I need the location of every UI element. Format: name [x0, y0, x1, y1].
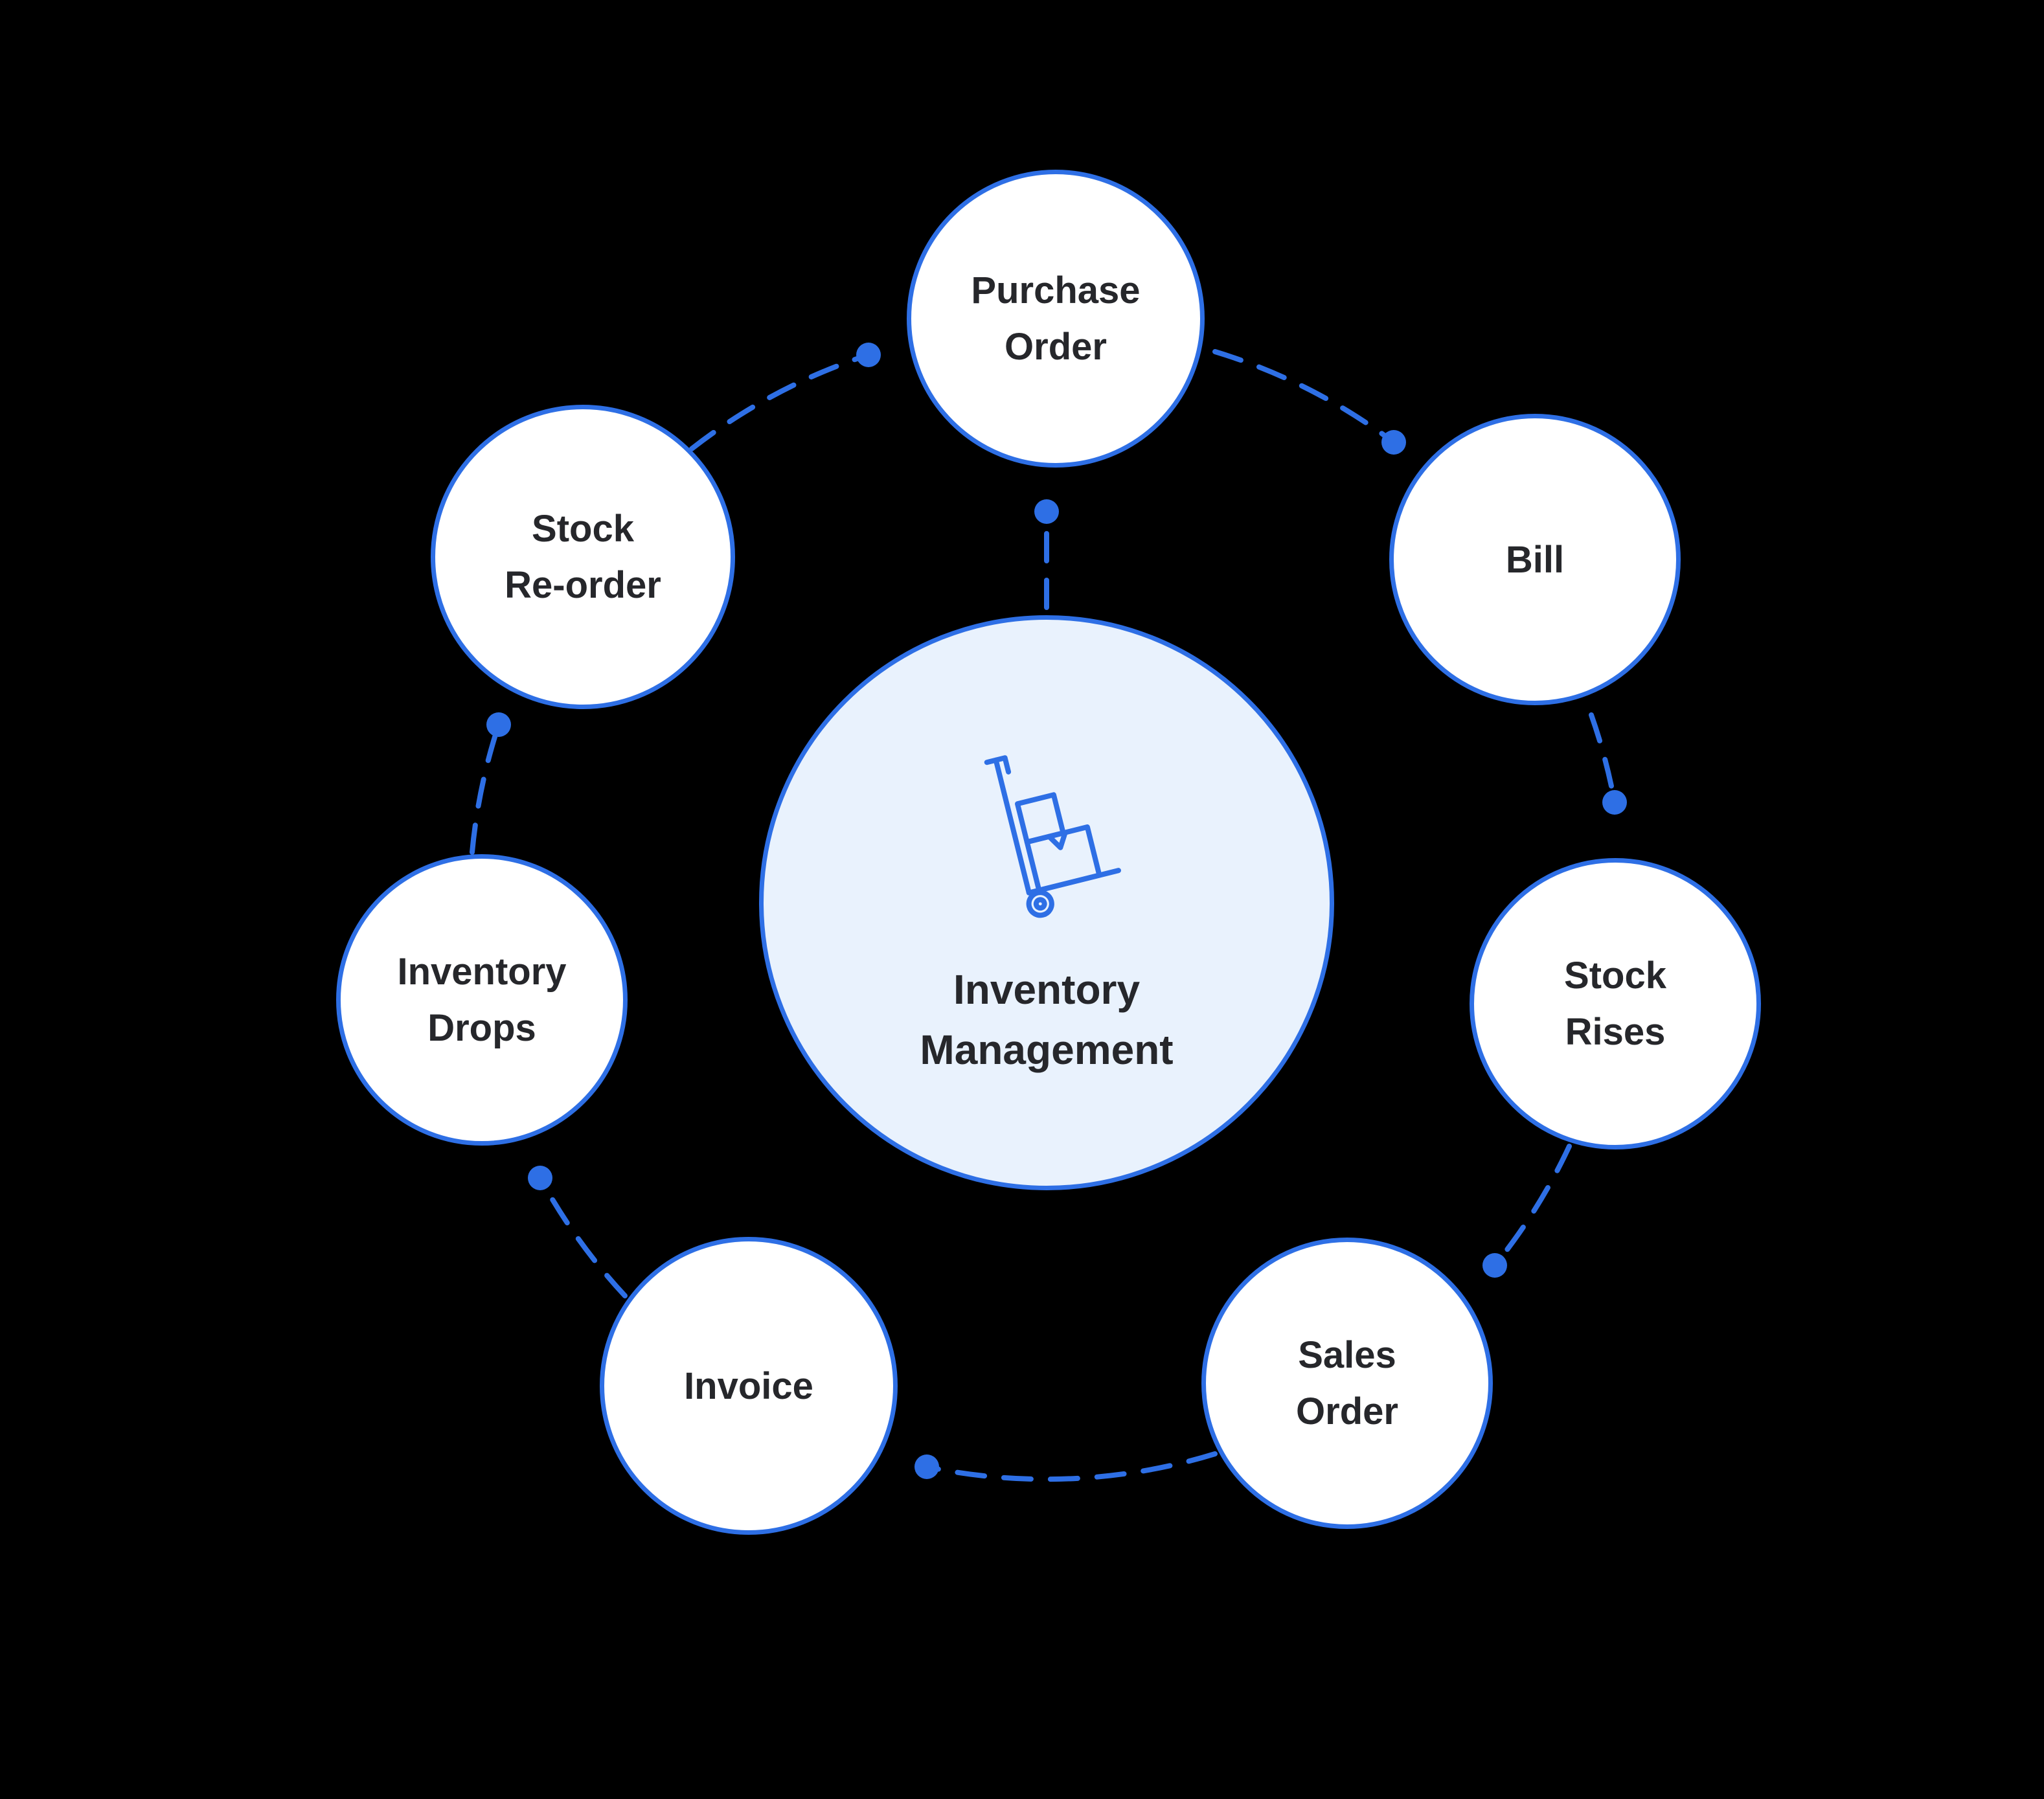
- node-label-invoice: Invoice: [684, 1364, 813, 1407]
- flow-dot-inventorydrops: [528, 1166, 552, 1190]
- node-label-stock-reorder: Stock Re-order: [505, 508, 661, 606]
- node-label-sales-order: Sales Order: [1296, 1334, 1398, 1432]
- node-inventory-management: Inventory Management: [759, 615, 1334, 1190]
- connector-stockrises-salesorder: [1492, 1144, 1572, 1268]
- connector-inventorydrops-stockreorder: [470, 722, 501, 855]
- node-label-inventory-management: Inventory Management: [920, 966, 1174, 1073]
- flow-dot-bill: [1381, 430, 1406, 455]
- flow-dot-purchaseorder: [856, 343, 881, 367]
- node-label-inventory-drops: Inventory Drops: [397, 951, 567, 1049]
- flow-dot-invoice: [914, 1454, 939, 1479]
- hand-truck-icon: [984, 755, 1121, 918]
- node-inventory-drops: Inventory Drops: [336, 854, 628, 1146]
- connector-invoice-inventorydrops: [538, 1175, 628, 1298]
- connector-bill-stockrises: [1589, 712, 1617, 805]
- node-invoice: Invoice: [600, 1237, 898, 1535]
- flow-dot-stockrises: [1602, 790, 1627, 815]
- node-sales-order: Sales Order: [1201, 1238, 1493, 1529]
- connector-purchaseorder-bill: [1212, 349, 1396, 445]
- node-stock-rises: Stock Rises: [1470, 858, 1761, 1149]
- flow-dot-center: [1034, 499, 1059, 524]
- flow-dot-salesorder: [1482, 1253, 1507, 1278]
- node-purchase-order: Purchase Order: [907, 170, 1205, 468]
- connector-stockreorder-purchaseorder: [689, 352, 871, 451]
- connector-salesorder-invoice: [924, 1451, 1218, 1482]
- node-stock-reorder: Stock Re-order: [431, 405, 735, 709]
- node-label-bill: Bill: [1505, 538, 1565, 581]
- node-label-stock-rises: Stock Rises: [1564, 955, 1666, 1053]
- flow-dot-stockreorder: [486, 712, 511, 737]
- node-bill: Bill: [1389, 414, 1681, 705]
- node-label-purchase-order: Purchase Order: [971, 269, 1141, 368]
